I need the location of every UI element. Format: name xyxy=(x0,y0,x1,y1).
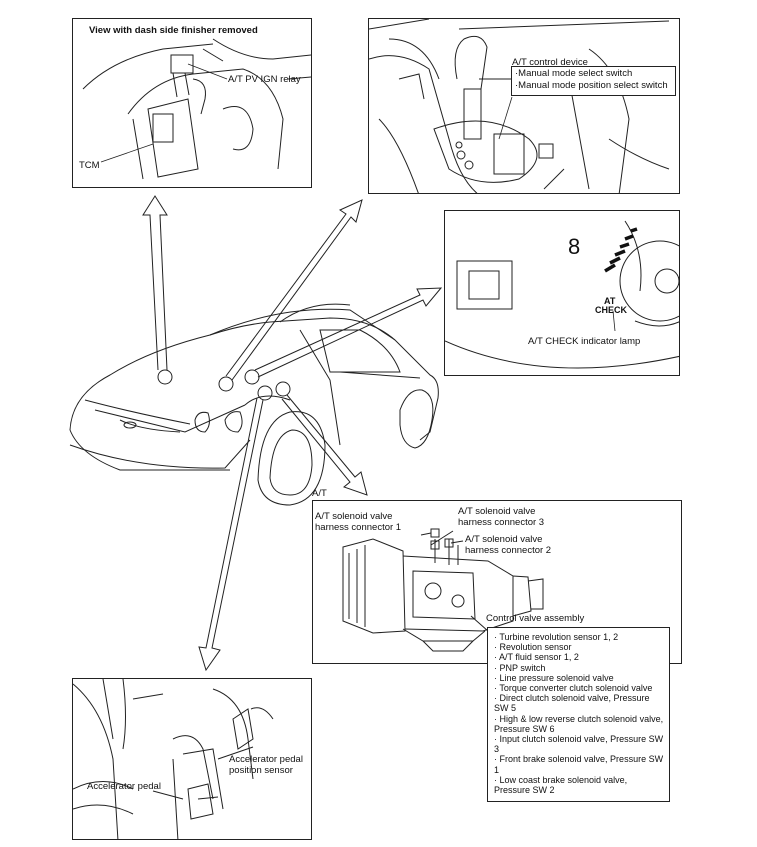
rear-wheel xyxy=(399,389,434,449)
tcm-label: TCM xyxy=(79,160,100,171)
connector3-label-line2: harness connector 3 xyxy=(458,517,545,528)
marker-meter xyxy=(244,369,260,385)
cv-item-input-clutch: Input clutch solenoid valve, Pressure SW… xyxy=(494,734,665,754)
arrow-to-meter xyxy=(254,287,443,378)
shifter-illustration xyxy=(369,19,670,193)
marker-shifter xyxy=(218,376,234,392)
meter-panel: 8 AT CHECK A/T CHECK indicator lamp xyxy=(444,210,680,376)
arrow-to-shifter xyxy=(225,199,363,381)
at-check-lamp-label: A/T CHECK indicator lamp xyxy=(528,336,641,347)
at-section-label: A/T xyxy=(312,488,327,499)
control-valve-assembly-label: Control valve assembly xyxy=(486,613,585,624)
pedal-sensor-label-line2: position sensor xyxy=(229,765,293,776)
manual-mode-position-switch-label: Manual mode position select switch xyxy=(515,80,672,92)
cv-item-torque-converter: Torque converter clutch solenoid valve xyxy=(494,683,665,693)
marker-pedal xyxy=(257,385,273,401)
control-valve-components-list: Turbine revolution sensor 1, 2 Revolutio… xyxy=(487,627,670,802)
gear-indicator: 8 xyxy=(568,234,581,259)
cv-item-revolution-sensor: Revolution sensor xyxy=(494,642,665,652)
connector1-label-line1: A/T solenoid valve xyxy=(315,511,393,522)
at-lamp-text-check: CHECK xyxy=(595,305,628,315)
at-control-device-box: Manual mode select switch Manual mode po… xyxy=(511,66,676,96)
transmission-illustration xyxy=(342,528,544,652)
at-control-device-label: A/T control device xyxy=(512,57,588,68)
dash-side-illustration xyxy=(82,38,311,180)
dash-leader-lines xyxy=(100,63,228,163)
accelerator-pedal-label: Accelerator pedal xyxy=(87,781,161,792)
at-lamp-text-at: AT xyxy=(604,296,616,306)
connector3-label-line1: A/T solenoid valve xyxy=(458,506,536,517)
cv-item-turbine-sensor: Turbine revolution sensor 1, 2 xyxy=(494,632,665,642)
dash-panel-title: View with dash side finisher removed xyxy=(89,25,258,36)
cv-item-low-coast-brake: Low coast brake solenoid valve, Pressure… xyxy=(494,775,665,795)
connector2-label-line1: A/T solenoid valve xyxy=(465,534,543,545)
arrow-to-dash xyxy=(142,195,168,371)
arrow-to-pedal xyxy=(198,397,264,672)
cv-item-front-brake: Front brake solenoid valve, Pressure SW … xyxy=(494,754,665,774)
manual-mode-select-switch-label: Manual mode select switch xyxy=(515,68,672,80)
cv-item-line-pressure: Line pressure solenoid valve xyxy=(494,673,665,683)
pedal-panel: Accelerator pedal Accelerator pedal posi… xyxy=(72,678,312,840)
marker-dash xyxy=(157,369,173,385)
cv-item-pnp-switch: PNP switch xyxy=(494,663,665,673)
arrow-to-transmission xyxy=(281,394,368,496)
pedal-illustration xyxy=(73,679,274,839)
marker-transmission xyxy=(275,381,291,397)
shifter-panel: A/T control device xyxy=(368,18,680,194)
front-wheel xyxy=(257,411,326,506)
connector1-label-line2: harness connector 1 xyxy=(315,522,402,533)
dash-side-panel: View with dash side finisher removed A/T… xyxy=(72,18,312,188)
pedal-sensor-label-line1: Accelerator pedal xyxy=(229,754,303,765)
car-body-outline xyxy=(69,317,439,441)
cv-item-fluid-sensor: A/T fluid sensor 1, 2 xyxy=(494,652,665,662)
shifter-leader-line xyxy=(498,96,513,140)
cv-item-high-low-reverse: High & low reverse clutch solenoid valve… xyxy=(494,714,665,734)
meter-illustration xyxy=(445,220,679,369)
pv-ign-relay-label: A/T PV IGN relay xyxy=(228,74,301,85)
cv-item-direct-clutch: Direct clutch solenoid valve, Pressure S… xyxy=(494,693,665,713)
connector2-label-line2: harness connector 2 xyxy=(465,545,552,556)
